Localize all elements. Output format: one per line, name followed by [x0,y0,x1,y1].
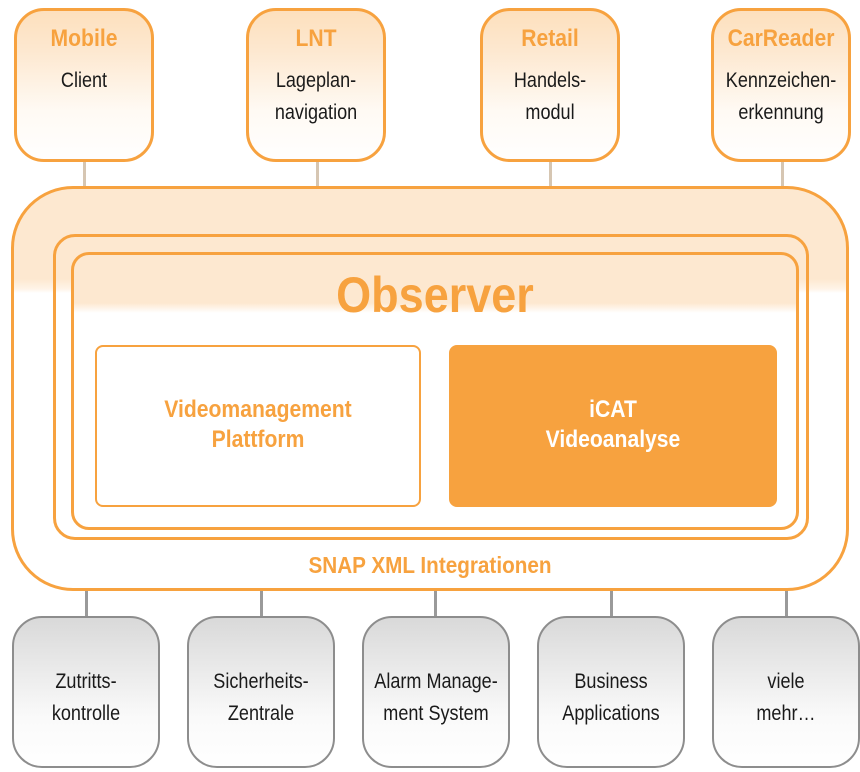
module-carreader: CarReader Kennzeichen- erkennung [711,8,851,162]
module-retail: Retail Handels- modul [480,8,620,162]
module-subtitle-line1: Lageplan- [275,69,357,92]
module-subtitle: Kennzeichen- erkennung [723,65,838,129]
icat-box: iCAT Videoanalyse [449,345,777,507]
connector-business [610,588,613,618]
module-zutrittskontrolle: Zutritts- kontrolle [12,616,160,768]
module-mobile: Mobile Client [14,8,154,162]
observer-title: Observer [336,267,534,323]
connector-sicherheit [260,588,263,618]
module-label-line1: Zutritts- [55,670,117,693]
module-label-line2: mehr… [756,702,816,725]
module-subtitle: Client [26,65,141,97]
icat-line1: iCAT [589,396,637,423]
module-label-line2: Applications [562,702,660,725]
connector-lnt [316,160,319,190]
module-subtitle: Handels- modul [492,65,607,129]
integration-label: SNAP XML Integrationen [308,552,552,578]
module-label-line2: kontrolle [51,702,121,725]
connector-retail [549,160,552,190]
module-label: Zutritts- kontrolle [24,666,148,730]
module-label: Business Applications [549,666,673,730]
videomanagement-box: Videomanagement Plattform [95,345,421,507]
module-title: Mobile [50,25,118,52]
module-label-line1: Sicherheits- [213,670,309,693]
videomanagement-label: Videomanagement Plattform [116,395,399,455]
module-label: Sicherheits- Zentrale [199,666,323,730]
module-title: CarReader [727,25,835,52]
module-subtitle-line1: Handels- [513,69,587,92]
connector-alarm [434,588,437,618]
connector-zutritt [85,588,88,618]
icat-line2: Videoanalyse [545,426,681,453]
module-label-line2: Zentrale [227,702,295,725]
module-title: Retail [521,25,579,52]
module-subtitle-line2: modul [525,101,575,124]
connector-viele [785,588,788,618]
module-label: viele mehr… [724,666,848,730]
module-business-applications: Business Applications [537,616,685,768]
module-subtitle-line2: navigation [274,101,358,124]
module-label-line1: Business [574,670,648,693]
module-subtitle-line1: Client [60,69,108,92]
videomanagement-line1: Videomanagement [164,396,352,423]
connector-mobile [83,160,86,190]
videomanagement-line2: Plattform [211,426,305,453]
module-label: Alarm Manage- ment System [374,666,498,730]
icat-label: iCAT Videoanalyse [470,395,755,455]
module-sicherheitszentrale: Sicherheits- Zentrale [187,616,335,768]
module-alarm-management: Alarm Manage- ment System [362,616,510,768]
module-viele-mehr: viele mehr… [712,616,860,768]
connector-carreader [781,160,784,190]
observer-frame [53,234,809,540]
module-title: LNT [295,25,337,52]
module-label-line2: ment System [383,702,489,725]
module-subtitle-line2: erkennung [738,101,824,124]
module-subtitle: Lageplan- navigation [258,65,373,129]
module-lnt: LNT Lageplan- navigation [246,8,386,162]
module-subtitle-line1: Kennzeichen- [725,69,837,92]
module-label-line1: Alarm Manage- [374,670,498,693]
module-label-line1: viele [767,670,805,693]
